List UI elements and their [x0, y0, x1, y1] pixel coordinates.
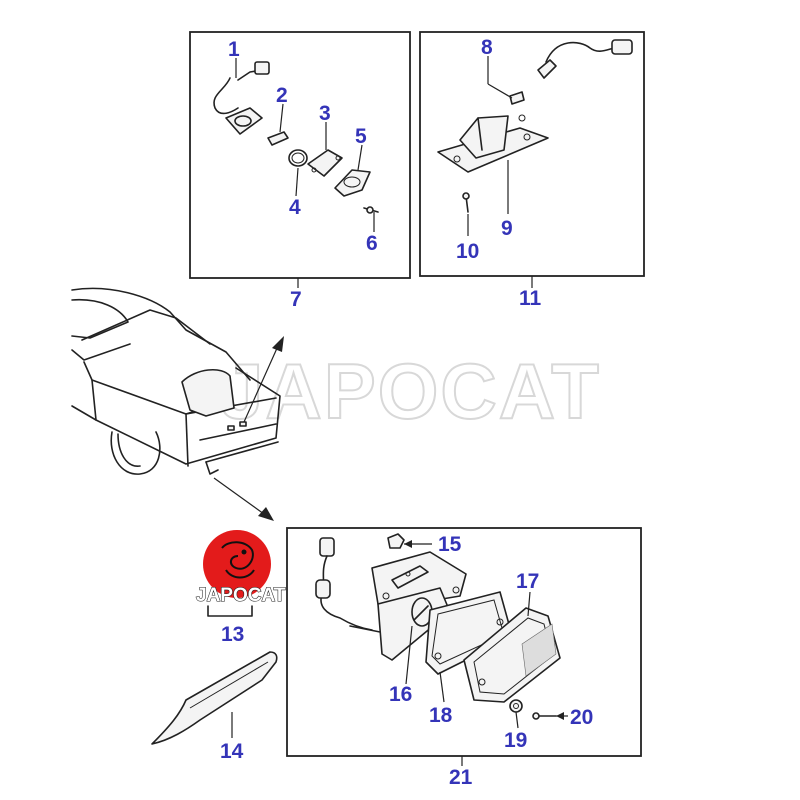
- callout-10: 10: [456, 240, 479, 263]
- wiring-harness: [315, 537, 381, 633]
- watermark-text: JAPOCAT: [220, 347, 601, 435]
- callout-3: 3: [319, 102, 331, 125]
- arrow-to-group-21: [213, 477, 274, 521]
- callout-15: 15: [438, 533, 462, 556]
- logo-text: JAPOCAT: [196, 585, 286, 606]
- part-9-lamp-housing: [437, 114, 549, 173]
- part-1-socket-harness: [213, 61, 270, 135]
- part-14-garnish: [151, 651, 278, 745]
- callout-17: 17: [516, 570, 539, 593]
- part-17-lens: [463, 607, 561, 703]
- group-11-frame: 8 9 10: [419, 31, 645, 277]
- callout-2: 2: [276, 84, 288, 107]
- group-21-frame: 15 16 17 18 19 20: [286, 527, 642, 757]
- part-8-socket-harness: [509, 39, 633, 105]
- part-3-lamp-plate: [307, 149, 343, 177]
- callout-19: 19: [504, 729, 527, 752]
- callout-20: 20: [570, 706, 593, 729]
- callout-9: 9: [501, 217, 513, 240]
- part-2-bulb: [267, 131, 289, 146]
- part-13-clip: [207, 605, 253, 617]
- callout-5: 5: [355, 125, 367, 148]
- callout-7: 7: [290, 288, 302, 311]
- part-5-lens: [334, 169, 371, 197]
- part-4-gasket: [288, 149, 308, 167]
- part-19-washer: [509, 699, 523, 713]
- arrow-to-group-7: [243, 336, 284, 423]
- pickup-truck-illustration: [71, 287, 281, 475]
- callout-13: 13: [221, 623, 244, 646]
- group-7-frame: 1 2 3 4 5 6: [189, 31, 411, 279]
- callout-4: 4: [289, 196, 301, 219]
- callout-21: 21: [449, 766, 473, 789]
- japocat-logo: JAPOCAT: [195, 530, 286, 607]
- part-20-screw: [532, 712, 557, 720]
- callout-8: 8: [481, 36, 493, 59]
- part-10-screw: [462, 192, 470, 213]
- logo-red-circle: [203, 530, 271, 598]
- part-15-nut: [387, 533, 405, 549]
- callout-11: 11: [519, 287, 542, 310]
- callout-1: 1: [228, 38, 240, 61]
- callout-6: 6: [366, 232, 378, 255]
- part-6-screw: [363, 206, 379, 214]
- callout-16: 16: [389, 683, 412, 706]
- callout-18: 18: [429, 704, 453, 727]
- callout-14: 14: [220, 740, 244, 763]
